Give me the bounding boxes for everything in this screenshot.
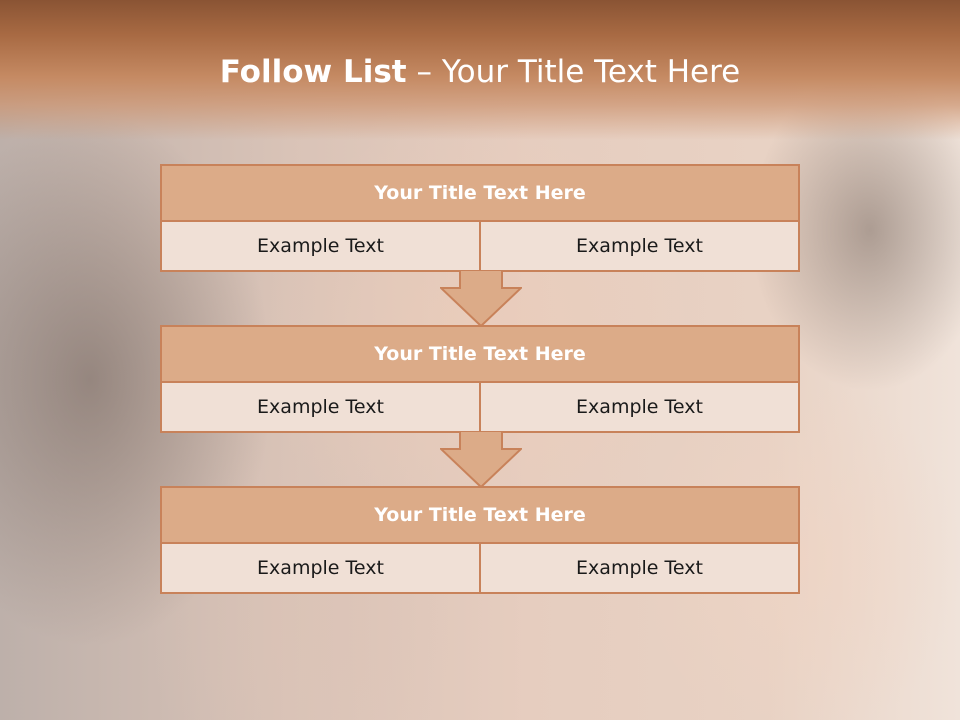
step-box-3: Your Title Text Here Example Text Exampl… <box>160 486 800 594</box>
step-title: Your Title Text Here <box>162 166 798 222</box>
step-title: Your Title Text Here <box>162 488 798 544</box>
step-row: Example Text Example Text <box>162 544 798 592</box>
down-arrow-icon <box>440 431 522 488</box>
step-cell-right: Example Text <box>481 544 798 592</box>
slide-title: Follow List – Your Title Text Here <box>0 54 960 90</box>
slide-title-bold: Follow List <box>219 54 407 90</box>
step-cell-left: Example Text <box>162 383 481 431</box>
header-bar <box>0 0 960 140</box>
down-arrow-icon <box>440 270 522 327</box>
step-box-2: Your Title Text Here Example Text Exampl… <box>160 325 800 433</box>
step-cell-right: Example Text <box>481 383 798 431</box>
slide-title-rest: – Your Title Text Here <box>406 54 741 90</box>
step-cell-left: Example Text <box>162 222 481 270</box>
step-cell-left: Example Text <box>162 544 481 592</box>
step-box-1: Your Title Text Here Example Text Exampl… <box>160 164 800 272</box>
step-row: Example Text Example Text <box>162 383 798 431</box>
step-cell-right: Example Text <box>481 222 798 270</box>
step-row: Example Text Example Text <box>162 222 798 270</box>
step-title: Your Title Text Here <box>162 327 798 383</box>
